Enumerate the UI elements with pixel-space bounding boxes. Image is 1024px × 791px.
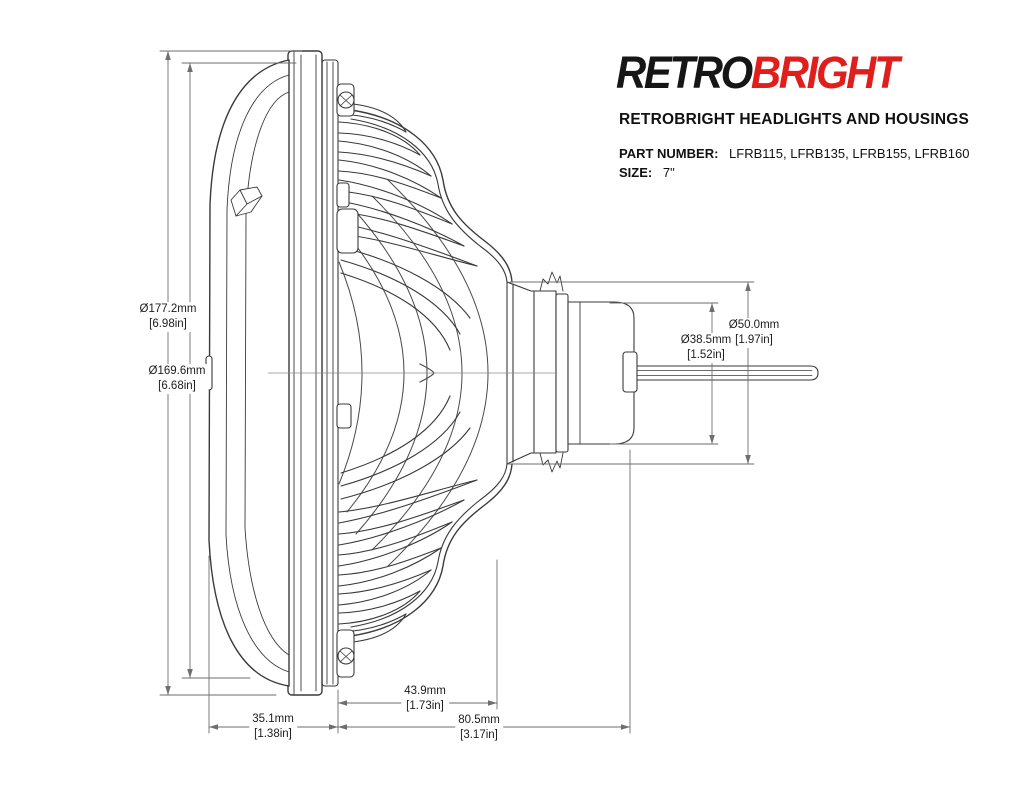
cap-lip-ring	[555, 293, 569, 453]
dimension-label-lens-outer: Ø177.2mm [6.98in]	[136, 302, 200, 332]
size-label: SIZE:	[619, 165, 653, 180]
size-value: 7"	[662, 165, 675, 180]
rear-barrel	[506, 271, 564, 473]
dimension-label-lens-depth: 35.1mm [1.38in]	[249, 712, 297, 742]
wire-pigtail	[633, 365, 819, 381]
retrobright-logo: RETROBRIGHT	[616, 47, 900, 100]
dimension-label-rear-cap: Ø38.5mm [1.52in]	[677, 333, 735, 363]
logo-bright-text: BRIGHT	[750, 47, 900, 98]
part-number-label: PART NUMBER:	[619, 146, 719, 161]
logo-retro-text: RETRO	[616, 47, 753, 98]
heatsink-top-fins	[338, 102, 513, 283]
lens	[205, 59, 290, 687]
dimension-label-total-rear-depth: 80.5mm [3.17in]	[455, 713, 503, 743]
dimension-label-lens-glass: Ø169.6mm [6.68in]	[145, 364, 209, 394]
product-title: RETROBRIGHT HEADLIGHTS AND HOUSINGS	[619, 111, 970, 128]
heatsink-bottom-fins	[338, 463, 513, 644]
part-number-value: LFRB115, LFRB135, LFRB155, LFRB160	[729, 146, 970, 161]
mounting-clips	[336, 83, 359, 678]
lens-wedge-detail	[230, 186, 263, 217]
part-number-line: PART NUMBER: LFRB115, LFRB135, LFRB155, …	[619, 146, 969, 161]
wire-exit-nub	[622, 351, 638, 393]
dimension-label-heatsink-depth: 43.9mm [1.73in]	[401, 684, 449, 714]
dimension-arrows	[165, 51, 751, 730]
dimension-label-rear-barrel: Ø50.0mm [1.97in]	[725, 318, 783, 348]
heatsink-long-fins	[340, 246, 471, 500]
size-line: SIZE: 7"	[619, 165, 675, 180]
